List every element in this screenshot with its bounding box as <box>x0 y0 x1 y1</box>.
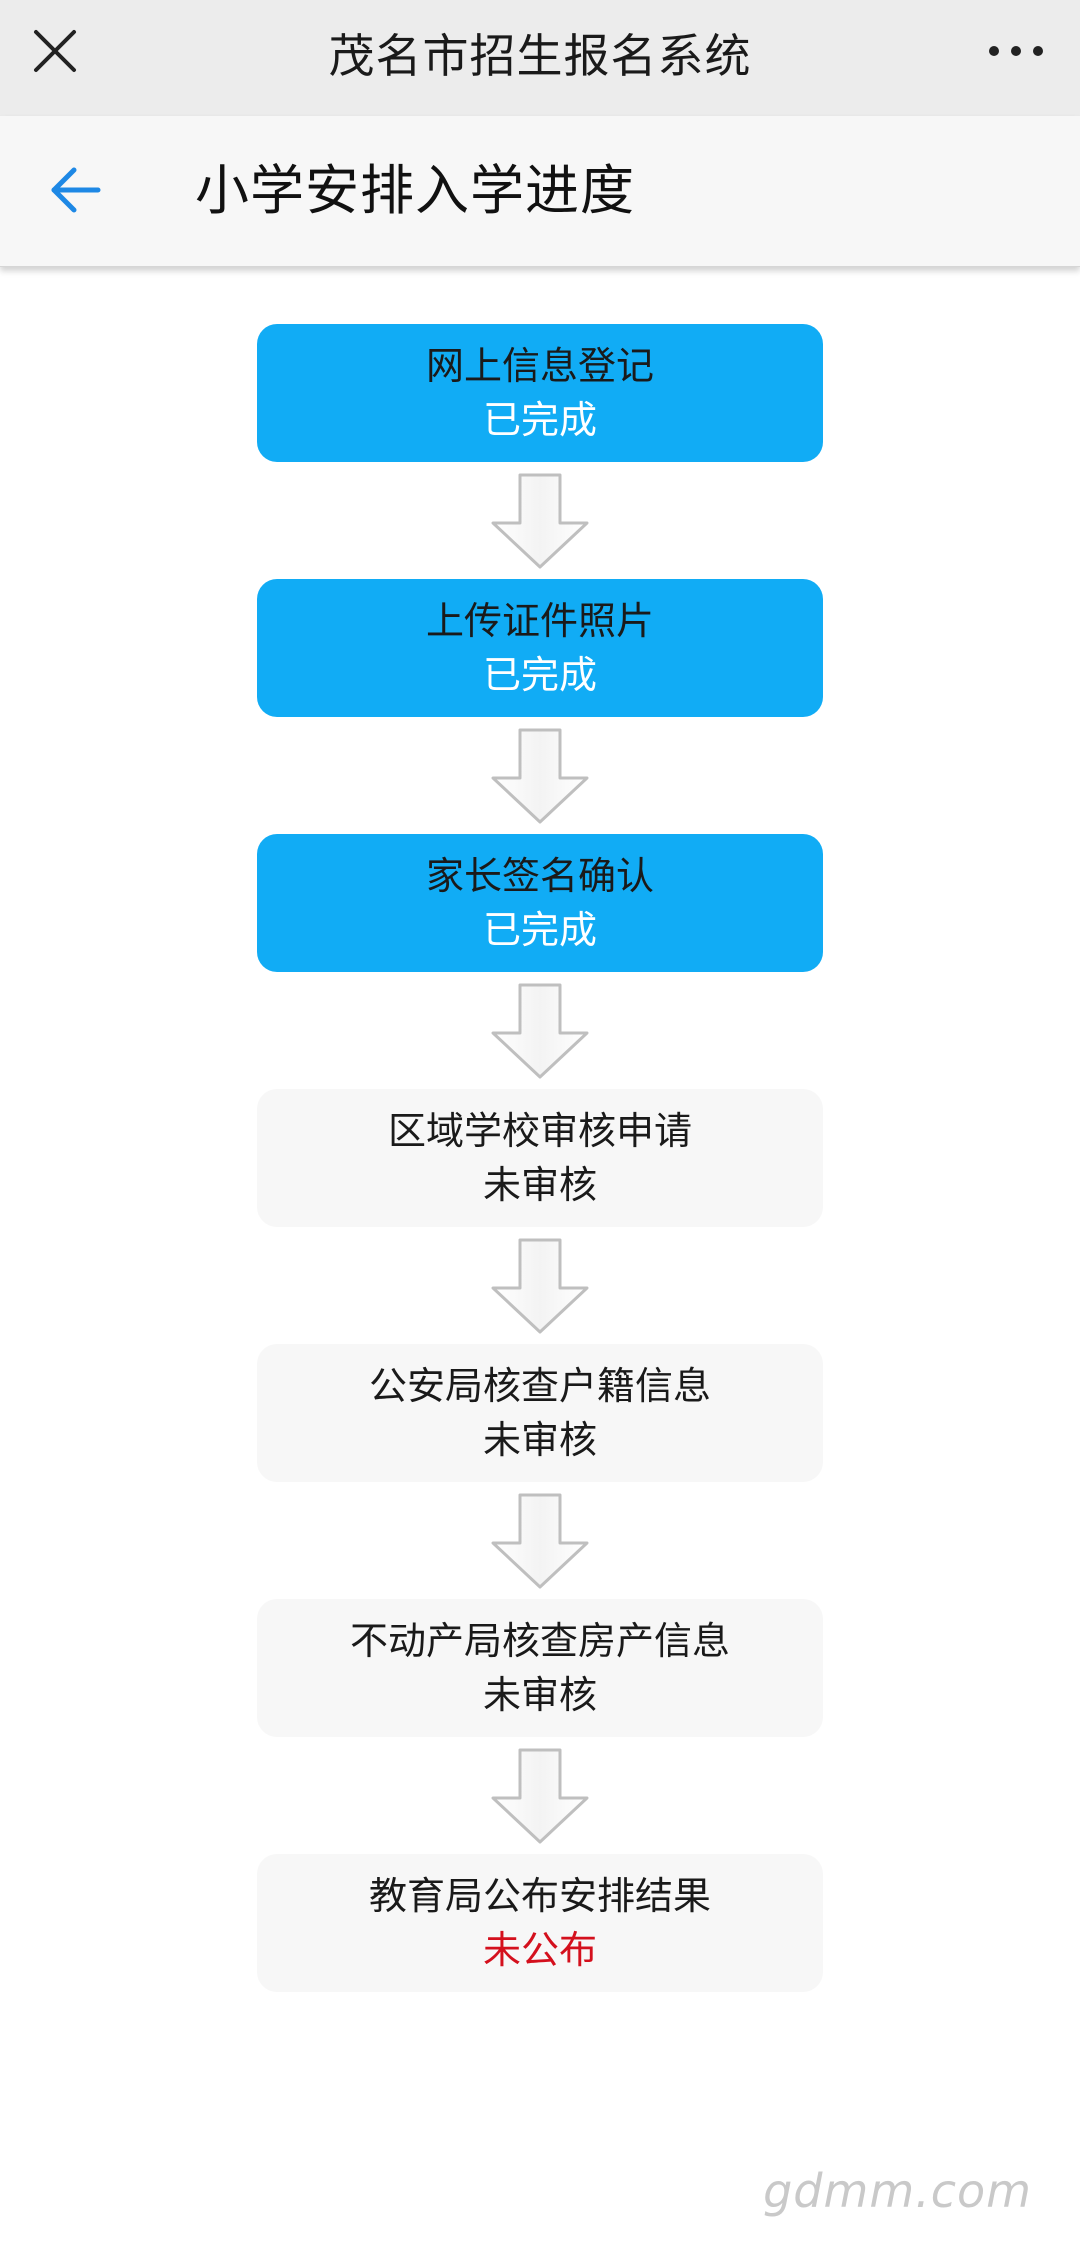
step-name: 教育局公布安排结果 <box>368 1874 711 1918</box>
page-title: 小学安排入学进度 <box>195 159 635 222</box>
step-education-bureau-result: 教育局公布安排结果 未公布 <box>257 1854 823 1992</box>
step-online-registration: 网上信息登记 已完成 <box>257 324 823 462</box>
step-name: 网上信息登记 <box>425 344 654 388</box>
close-icon[interactable] <box>30 26 80 76</box>
step-status: 未公布 <box>482 1928 597 1972</box>
down-arrow-icon <box>257 462 823 579</box>
watermark: gdmm.com <box>763 2164 1032 2218</box>
step-school-review: 区域学校审核申请 未审核 <box>257 1089 823 1227</box>
step-name: 上传证件照片 <box>425 599 654 643</box>
step-name: 区域学校审核申请 <box>387 1109 692 1153</box>
step-name: 家长签名确认 <box>425 854 654 898</box>
progress-steps: 网上信息登记 已完成 上传证件照片 已完成 家长签名确认 已完成 区域学校审核申… <box>257 324 823 1992</box>
step-upload-photos: 上传证件照片 已完成 <box>257 579 823 717</box>
step-name: 不动产局核查房产信息 <box>349 1619 730 1663</box>
more-dots-icon[interactable] <box>986 36 1046 66</box>
step-status: 未审核 <box>482 1418 597 1462</box>
step-status: 已完成 <box>482 398 597 442</box>
step-status: 未审核 <box>482 1163 597 1207</box>
page-header: 小学安排入学进度 <box>0 116 1080 267</box>
step-status: 已完成 <box>482 653 597 697</box>
step-police-household-check: 公安局核查户籍信息 未审核 <box>257 1344 823 1482</box>
step-parent-signature: 家长签名确认 已完成 <box>257 834 823 972</box>
app-title-bar: 茂名市招生报名系统 <box>0 0 1080 116</box>
down-arrow-icon <box>257 717 823 834</box>
back-arrow-icon[interactable] <box>48 162 104 218</box>
down-arrow-icon <box>257 972 823 1089</box>
down-arrow-icon <box>257 1227 823 1344</box>
step-name: 公安局核查户籍信息 <box>368 1364 711 1408</box>
step-status: 未审核 <box>482 1673 597 1717</box>
step-property-check: 不动产局核查房产信息 未审核 <box>257 1599 823 1737</box>
step-status: 已完成 <box>482 908 597 952</box>
app-title: 茂名市招生报名系统 <box>328 29 752 83</box>
down-arrow-icon <box>257 1737 823 1854</box>
down-arrow-icon <box>257 1482 823 1599</box>
